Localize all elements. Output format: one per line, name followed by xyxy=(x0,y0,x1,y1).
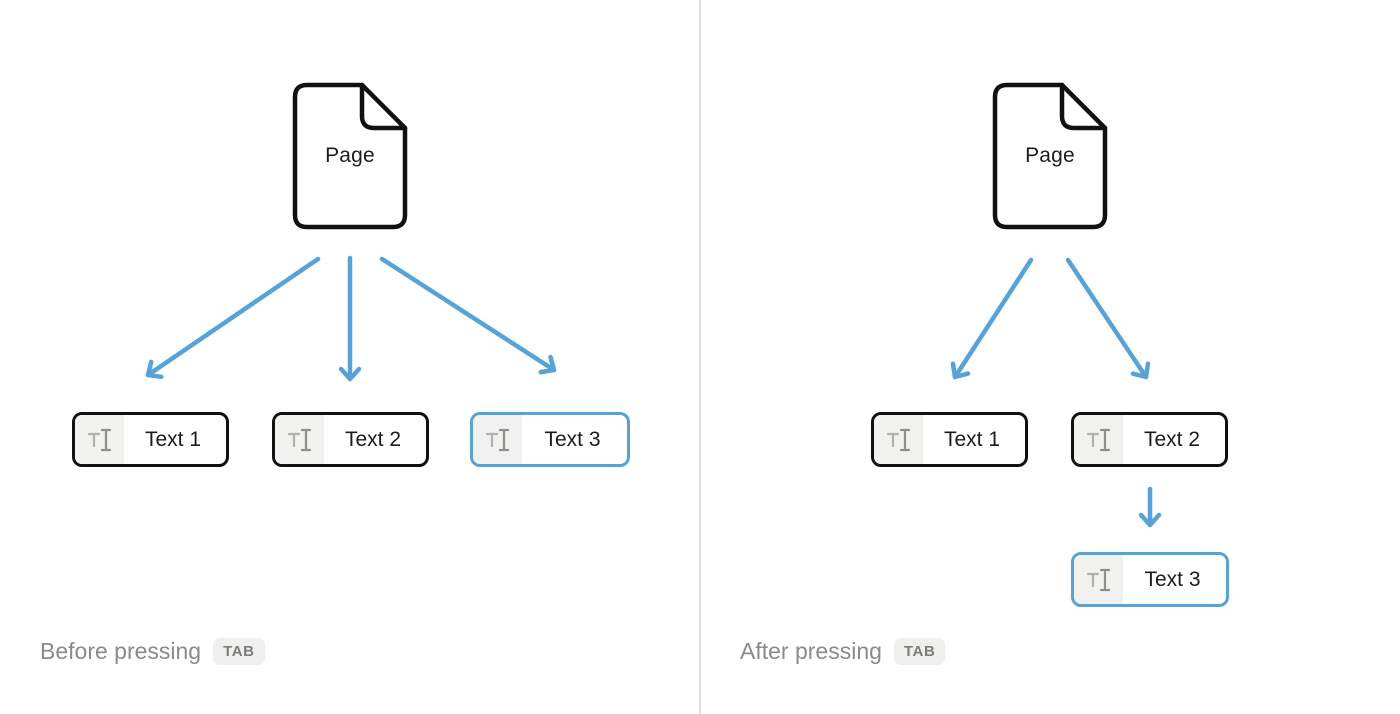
folded-corner xyxy=(1059,82,1108,131)
tab-key-badge: TAB xyxy=(893,638,946,665)
arrow-page-to-text3 xyxy=(379,256,557,375)
text-type-chip xyxy=(473,415,522,464)
text-cursor-icon xyxy=(1086,568,1110,591)
text-type-chip xyxy=(874,415,923,464)
text-cursor-icon xyxy=(1086,428,1110,451)
text-block-1: Text 1 xyxy=(72,412,229,467)
panel-divider xyxy=(699,0,701,714)
text-block-label: Text 1 xyxy=(943,427,1001,451)
arrow-page-to-text1-after xyxy=(950,257,1034,380)
page-document-icon: Page xyxy=(292,82,408,230)
text-cursor-icon xyxy=(87,428,111,451)
text-type-chip xyxy=(1074,555,1123,604)
text-type-chip xyxy=(275,415,324,464)
text-block-label: Text 3 xyxy=(1144,567,1201,591)
page-label: Page xyxy=(1025,144,1075,167)
caption-before: Before pressing TAB xyxy=(40,638,265,665)
text-block-label: Text 2 xyxy=(1143,427,1201,451)
text-block-3-selected: Text 3 xyxy=(470,412,630,467)
text-cursor-icon xyxy=(287,428,311,451)
text-block-label: Text 2 xyxy=(344,427,402,451)
text-type-chip xyxy=(75,415,124,464)
text-cursor-icon xyxy=(485,428,509,451)
page-document-icon: Page xyxy=(992,82,1108,230)
tab-key-badge: TAB xyxy=(213,638,265,665)
text-block-3-selected: Text 3 xyxy=(1071,552,1229,607)
text-block-2: Text 2 xyxy=(272,412,429,467)
caption-text: After pressing xyxy=(740,638,882,664)
text-block-1: Text 1 xyxy=(871,412,1028,467)
text-type-chip xyxy=(1074,415,1123,464)
text-cursor-icon xyxy=(886,428,910,451)
caption-text: Before pressing xyxy=(40,638,202,664)
folded-corner xyxy=(359,82,408,131)
text-block-label: Text 3 xyxy=(544,427,601,451)
text-block-2: Text 2 xyxy=(1071,412,1228,467)
text-block-label: Text 1 xyxy=(144,427,202,451)
page-label: Page xyxy=(325,144,375,167)
arrow-page-to-text2-after xyxy=(1065,257,1151,380)
caption-after: After pressing TAB xyxy=(740,638,946,665)
arrow-page-to-text1 xyxy=(145,256,321,380)
